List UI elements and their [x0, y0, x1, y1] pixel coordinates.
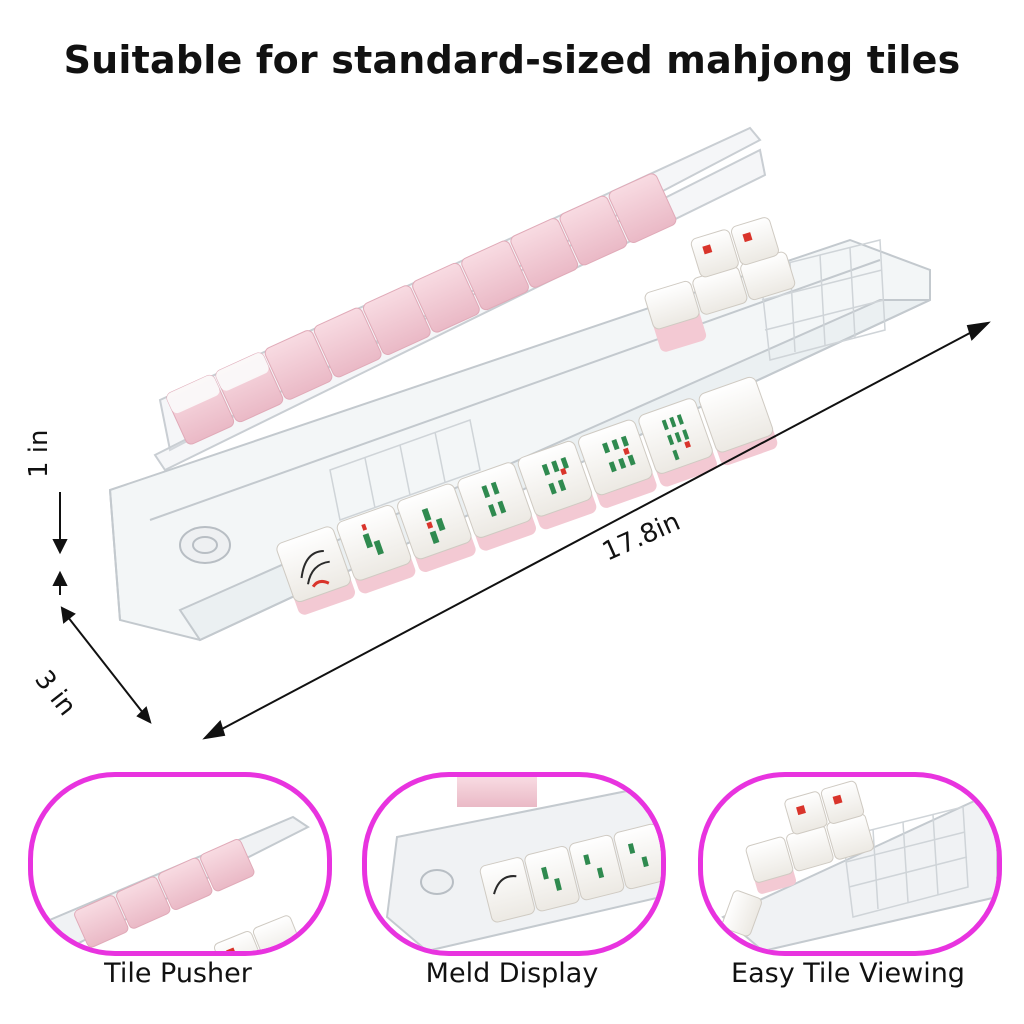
feature-caption: Tile Pusher — [104, 958, 252, 989]
easy-viewing-closeup — [721, 780, 997, 951]
dimension-arrows — [52, 321, 991, 740]
feature-tile-pusher: Tile Pusher — [28, 772, 332, 989]
rack-product-illustration — [52, 126, 991, 740]
meld-display-closeup — [385, 777, 661, 951]
feature-oval-frame — [28, 772, 332, 956]
tile-pusher-closeup — [33, 815, 310, 951]
feature-easy-tile-viewing: Easy Tile Viewing — [698, 772, 1002, 989]
height-dimension-label: 1 in — [24, 429, 54, 478]
pink-tile-row — [166, 173, 677, 445]
feature-meld-display: Meld Display — [362, 772, 666, 989]
headline: Suitable for standard-sized mahjong tile… — [63, 38, 961, 82]
feature-oval-frame — [362, 772, 666, 956]
feature-caption: Meld Display — [425, 958, 599, 989]
feature-caption: Easy Tile Viewing — [731, 958, 965, 989]
feature-oval-frame — [698, 772, 1002, 956]
raised-tile-group — [644, 217, 796, 352]
front-rack — [108, 238, 931, 642]
white-tile-row — [276, 376, 778, 615]
pusher-knob — [179, 526, 231, 564]
